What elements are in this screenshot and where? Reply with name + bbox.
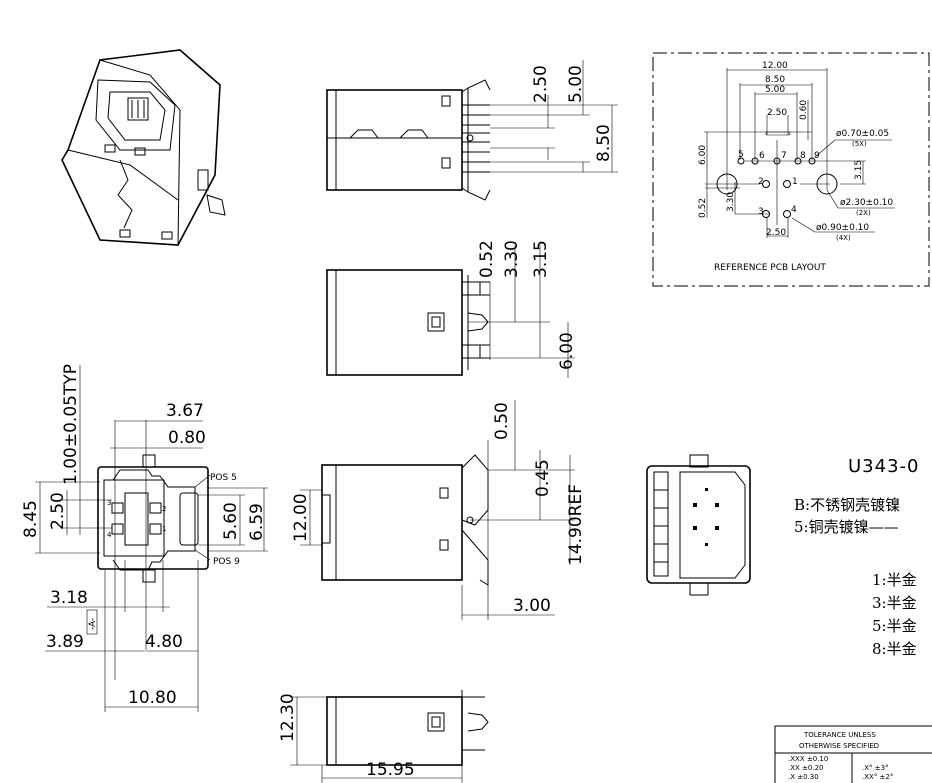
- dim-3-00: 3.00: [513, 596, 551, 616]
- tolerance-linear-x: .X ±0.30: [788, 773, 819, 781]
- dim-2-50: 2.50: [531, 65, 551, 103]
- top-view: 2.50 5.00 8.50: [326, 60, 618, 201]
- pcb-callout-mount-hole-qty: (2X): [856, 209, 871, 217]
- pcb-dim-8-50: 8.50: [765, 75, 785, 85]
- front-pin-2: 2: [162, 505, 166, 513]
- pcb-pin-5: 5: [738, 150, 744, 160]
- pcb-pin-7: 7: [781, 151, 787, 161]
- notes: U343-0 B:不锈钢壳镀镍 5:铜壳镀镍—— 1:半金 3:半金 5:半金 …: [794, 456, 919, 658]
- item-note-1: 1:半金: [872, 571, 917, 589]
- pcb-pin-8: 8: [800, 151, 806, 161]
- dim-8-50: 8.50: [594, 124, 614, 162]
- dim-4-80: 4.80: [145, 632, 183, 652]
- tolerance-linear-xx: .XX ±0.20: [788, 764, 824, 772]
- pcb-dim-6-00: 6.00: [698, 145, 708, 165]
- dim-3-89: 3.89: [46, 632, 84, 652]
- dim-10-80: 10.80: [128, 688, 177, 708]
- dim-3-30: 3.30: [502, 240, 522, 278]
- dim-2-50-front: 2.50: [48, 492, 68, 530]
- dim-0-45: 0.45: [533, 459, 553, 497]
- pcb-layout: 12.00 8.50 5.00 2.50 0.60 6.00 3.15 3.30…: [652, 52, 930, 287]
- pcb-dim-3-15: 3.15: [854, 160, 864, 180]
- pcb-dim-0-60: 0.60: [799, 100, 809, 120]
- pcb-dim-2-50-top: 2.50: [767, 108, 787, 118]
- pcb-dim-5-00: 5.00: [765, 85, 785, 95]
- pcb-callout-small-hole: ø0.70±0.05: [836, 129, 889, 139]
- pcb-callout-pin-hole: ø0.90±0.10: [816, 223, 869, 233]
- item-note-5: 5:半金: [872, 617, 917, 635]
- front-pin-1: 1: [162, 525, 166, 533]
- dim-1-00-typ: 1.00±0.05TYP: [61, 364, 81, 485]
- mid-view: 0.50 0.45 14.90REF 12.00 3.00: [291, 400, 586, 620]
- pcb-layout-title: REFERENCE PCB LAYOUT: [714, 263, 826, 273]
- pcb-dim-0-52: 0.52: [698, 198, 708, 218]
- item-note-8: 8:半金: [872, 640, 917, 658]
- pcb-callout-small-hole-qty: (5X): [852, 140, 867, 148]
- front-pin-3: 3: [107, 499, 111, 507]
- material-note-1: B:不锈钢壳镀镍: [794, 496, 900, 514]
- datum-a-label: -A-: [88, 618, 98, 630]
- dim-3-18: 3.18: [50, 588, 88, 608]
- pcb-dim-12-00: 12.00: [762, 61, 788, 71]
- dim-3-15: 3.15: [531, 240, 551, 278]
- dim-0-50: 0.50: [492, 402, 512, 440]
- tolerance-angular-xx: .XX° ±2°: [862, 773, 893, 781]
- item-note-3: 3:半金: [872, 594, 917, 612]
- tolerance-header-2: OTHERWISE SPECIFIED: [799, 742, 879, 750]
- dim-12-30: 12.30: [278, 693, 298, 742]
- dim-14-90ref: 14.90REF: [566, 484, 586, 565]
- pcb-pin-9: 9: [814, 151, 820, 161]
- tolerance-angular-x: .X° ±3°: [862, 764, 889, 772]
- pcb-dim-2-50-bottom: 2.50: [766, 228, 786, 238]
- pcb-pin-2: 2: [758, 177, 764, 187]
- front-pin-4: 4: [107, 531, 112, 539]
- tolerance-table: TOLERANCE UNLESS OTHERWISE SPECIFIED .XX…: [774, 725, 932, 783]
- pcb-pin-1: 1: [792, 177, 798, 187]
- dim-0-80: 0.80: [168, 428, 206, 448]
- isometric-view: [61, 49, 226, 246]
- pcb-pin-3: 3: [758, 207, 764, 217]
- pcb-callout-mount-hole: ø2.30±0.10: [840, 198, 893, 208]
- pos-9-label: POS 9: [213, 557, 240, 567]
- pcb-dim-3-30: 3.30: [726, 192, 736, 212]
- side-view: 0.52 3.30 3.15 6.00: [326, 240, 577, 378]
- pcb-pin-6: 6: [759, 151, 765, 161]
- tolerance-header-1: TOLERANCE UNLESS: [803, 731, 876, 739]
- dim-15-95: 15.95: [366, 760, 415, 780]
- dim-12-00: 12.00: [291, 493, 311, 542]
- dim-6-00: 6.00: [557, 332, 577, 370]
- part-number: U343-0: [848, 456, 919, 477]
- bottom-view: 12.30 15.95: [278, 690, 489, 783]
- dim-5-60: 5.60: [221, 502, 241, 540]
- connector-end-view: [646, 454, 751, 596]
- dim-5-00: 5.00: [566, 65, 586, 103]
- front-view: 3 2 4 1 -A- 1.00±0.05TYP 3.6: [21, 364, 268, 712]
- dim-0-52: 0.52: [477, 240, 497, 278]
- material-note-2: 5:铜壳镀镍——: [794, 518, 899, 536]
- pcb-callout-pin-hole-qty: (4X): [836, 234, 851, 242]
- tolerance-linear-xxx: .XXX ±0.10: [788, 755, 828, 763]
- pos-5-label: POS 5: [210, 473, 237, 483]
- dim-6-59: 6.59: [247, 503, 267, 541]
- dim-3-67: 3.67: [166, 401, 204, 421]
- pcb-pin-4: 4: [791, 205, 797, 215]
- dim-8-45: 8.45: [21, 500, 41, 538]
